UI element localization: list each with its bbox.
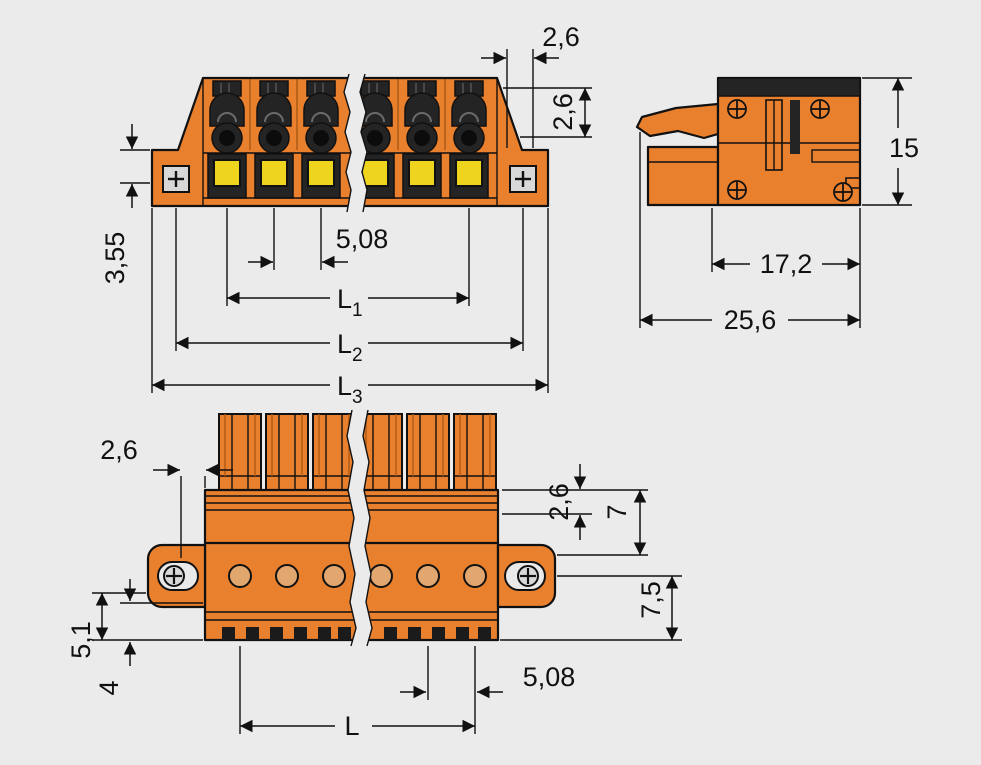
wire-hole xyxy=(228,564,252,588)
dim-label-7-5: 7,5 xyxy=(636,581,666,619)
dim-label-right-2-6: 2,6 xyxy=(548,93,578,131)
dim-label-l3: L3 xyxy=(337,371,363,408)
bottom-dimensions: 2,6 2,6 7 7,5 5,1 xyxy=(66,435,682,741)
dim-label-l1: L1 xyxy=(337,284,363,321)
dim-right-2-6: 2,6 xyxy=(503,87,592,138)
bottom-view xyxy=(146,409,557,647)
flange-screw-icon xyxy=(508,164,538,194)
side-view xyxy=(635,76,862,207)
dim-bottom-left-2-6: 2,6 xyxy=(100,435,233,558)
dim-15: 15 xyxy=(862,77,919,206)
dim-bottom-right-2-6: 2,6 xyxy=(502,464,648,540)
cross-screw-icon xyxy=(727,180,747,200)
wire-hole xyxy=(322,564,346,588)
flange-screw-icon xyxy=(161,164,191,194)
side-top-band xyxy=(717,77,861,97)
wire-hole xyxy=(416,564,440,588)
side-latch xyxy=(635,102,720,140)
front-dimensions: 2,6 2,6 3,55 5,08 xyxy=(100,22,592,408)
pole-module xyxy=(402,80,442,199)
dim-label-25-6: 25,6 xyxy=(724,305,777,335)
dim-25-6: 25,6 xyxy=(639,132,860,335)
dim-label-5-1: 5,1 xyxy=(66,621,96,659)
dim-7-5: 7,5 xyxy=(500,575,682,641)
dim-label-bottom-left-2-6: 2,6 xyxy=(100,435,138,465)
dim-label-bottom-5-08: 5,08 xyxy=(523,662,576,692)
cross-screw-icon xyxy=(727,99,747,119)
bottom-teeth xyxy=(222,627,491,640)
pole-back-module xyxy=(218,413,262,491)
dim-label-l2: L2 xyxy=(337,329,363,366)
dim-label-15: 15 xyxy=(889,133,919,163)
dim-left-3-55: 3,55 xyxy=(100,124,150,284)
pole-back-module xyxy=(453,413,497,491)
dim-l2: L2 xyxy=(175,208,524,366)
dim-4: 4 xyxy=(94,579,203,696)
wire-hole xyxy=(369,564,393,588)
dim-label-bottom-right-2-6: 2,6 xyxy=(544,483,574,521)
pole-module xyxy=(207,80,247,199)
dim-label-top-2-6: 2,6 xyxy=(542,22,580,52)
pole-module xyxy=(449,80,489,199)
left-mounting-flange xyxy=(146,543,207,609)
dim-7: 7 xyxy=(557,490,648,556)
break-lines xyxy=(343,73,368,213)
cross-screw-icon xyxy=(810,99,830,119)
dim-l1: L1 xyxy=(226,208,470,321)
dim-l3: L3 xyxy=(151,208,549,408)
dim-label-17-2: 17,2 xyxy=(760,249,813,279)
right-mounting-flange xyxy=(496,543,557,609)
dim-label-4: 4 xyxy=(94,680,124,695)
dim-bottom-5-08: 5,08 xyxy=(400,646,575,734)
dim-label-length: L xyxy=(344,711,359,741)
break-lines xyxy=(346,409,373,647)
pole-module xyxy=(254,80,294,199)
dim-label-7: 7 xyxy=(602,504,632,519)
pole-back-module xyxy=(265,413,309,491)
dim-top-2-6: 2,6 xyxy=(481,22,580,148)
dim-5-1: 5,1 xyxy=(66,592,203,659)
cross-screw-icon xyxy=(833,182,853,202)
wire-hole xyxy=(463,564,487,588)
dim-pitch-5-08: 5,08 xyxy=(248,208,388,270)
dim-label-pitch: 5,08 xyxy=(336,224,389,254)
side-front-block xyxy=(646,145,720,207)
pole-back-module xyxy=(406,413,450,491)
front-view xyxy=(150,73,550,213)
dim-17-2: 17,2 xyxy=(711,208,861,328)
dim-length-l: L xyxy=(239,646,475,741)
dim-label-3-55: 3,55 xyxy=(100,232,130,285)
side-dimensions: 15 17,2 25,6 xyxy=(639,77,919,335)
wire-hole xyxy=(275,564,299,588)
bottom-housing xyxy=(203,488,500,642)
pole-module xyxy=(301,80,341,199)
